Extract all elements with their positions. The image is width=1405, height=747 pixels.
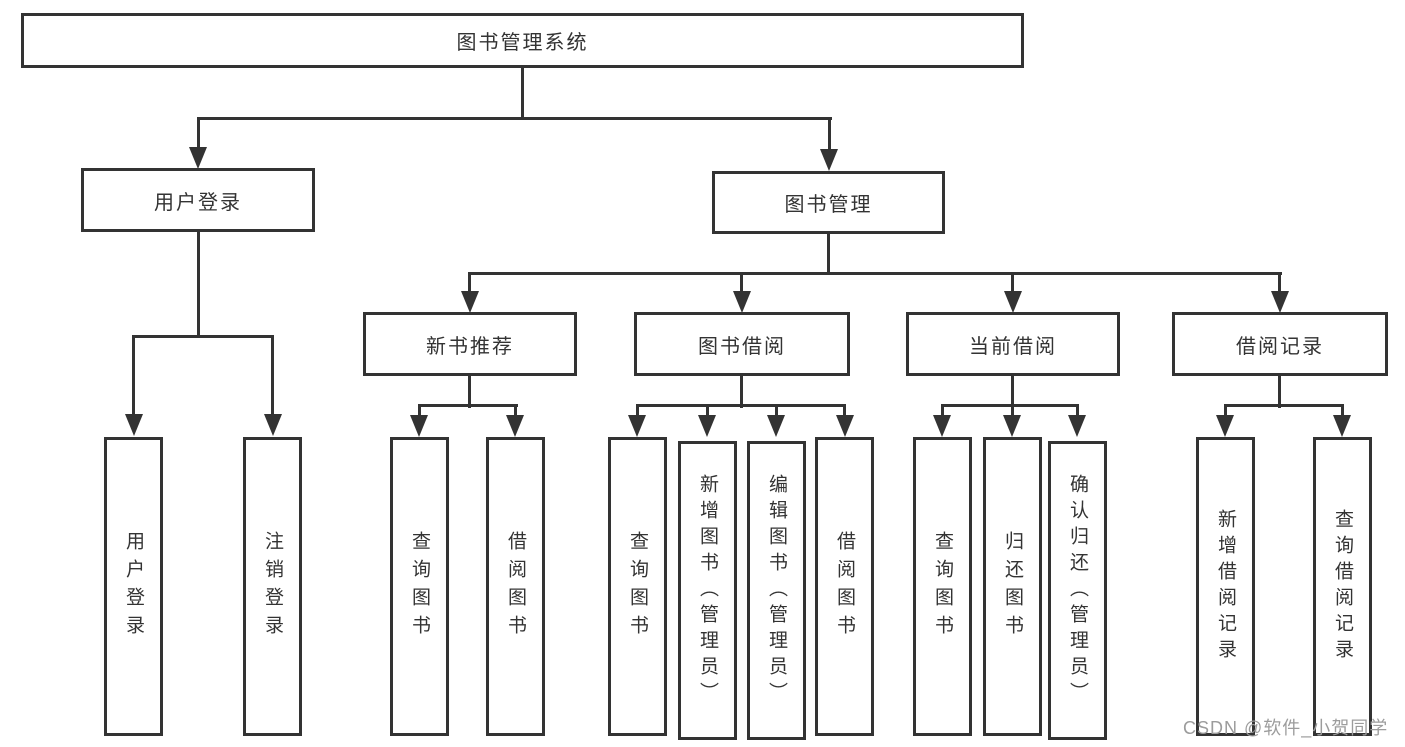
leaf-label: 查询图书 [932, 530, 953, 643]
node-label: 图书借阅 [698, 335, 786, 358]
node-new-book-recommend: 新书推荐 [363, 312, 577, 376]
connector-book-borrow-rail [636, 404, 846, 407]
connector-to-leaf [706, 404, 709, 417]
connector-user-login-rail [132, 335, 274, 338]
leaf-label: 借阅图书 [834, 530, 855, 643]
node-label: 借阅记录 [1236, 335, 1324, 358]
arrow-down-icon [461, 291, 479, 313]
connector-to-book-management [828, 117, 831, 150]
leaf-confirm-return-admin: 确认归还（管理员） [1048, 441, 1107, 740]
leaf-return-books: 归还图书 [983, 437, 1042, 736]
arrow-down-icon [733, 291, 751, 313]
csdn-watermark: CSDN @软件_小贺同学 [1183, 718, 1389, 738]
leaf-label: 查询图书 [409, 530, 430, 643]
connector-new-book-rail [418, 404, 518, 407]
node-label: 图书管理系统 [456, 32, 589, 54]
arrow-down-icon [1004, 291, 1022, 313]
leaf-borrow-books: 借阅图书 [486, 437, 545, 736]
leaf-label: 新增图书（管理员） [697, 473, 718, 708]
leaf-query-borrow-record: 查询借阅记录 [1313, 437, 1372, 736]
node-book-management: 图书管理 [712, 171, 945, 234]
connector-to-borrow-record [1278, 272, 1281, 294]
leaf-label: 新增借阅记录 [1215, 508, 1236, 665]
connector-to-leaf [418, 404, 421, 417]
node-label: 新书推荐 [426, 335, 514, 358]
leaf-label: 查询借阅记录 [1332, 508, 1353, 665]
connector-to-user-login [197, 117, 200, 150]
connector-to-new-book [468, 272, 471, 294]
arrow-down-icon [1003, 415, 1021, 437]
arrow-down-icon [125, 414, 143, 436]
arrow-down-icon [836, 415, 854, 437]
leaf-add-books-admin: 新增图书（管理员） [678, 441, 737, 740]
arrow-down-icon [1216, 415, 1234, 437]
connector-borrow-record-rail [1224, 404, 1344, 407]
leaf-label: 查询图书 [627, 530, 648, 643]
leaf-user-login: 用户登录 [104, 437, 163, 736]
connector-book-management-stem [827, 233, 830, 275]
connector-root-stem [521, 68, 524, 120]
arrow-down-icon [767, 415, 785, 437]
connector-to-leaf [132, 335, 135, 415]
node-borrow-record: 借阅记录 [1172, 312, 1388, 376]
leaf-query-books: 查询图书 [390, 437, 449, 736]
connector-to-leaf [941, 404, 944, 417]
connector-to-leaf [514, 404, 517, 417]
arrow-down-icon [1333, 415, 1351, 437]
leaf-logout: 注销登录 [243, 437, 302, 736]
connector-to-leaf [271, 335, 274, 415]
connector-to-book-borrow [740, 272, 743, 294]
connector-level1-rail [197, 117, 832, 120]
connector-to-leaf [1224, 404, 1227, 417]
node-book-borrow: 图书借阅 [634, 312, 850, 376]
arrow-down-icon [189, 147, 207, 169]
leaf-label: 编辑图书（管理员） [766, 473, 787, 708]
node-current-borrow: 当前借阅 [906, 312, 1120, 376]
arrow-down-icon [933, 415, 951, 437]
connector-to-leaf [1076, 404, 1079, 417]
arrow-down-icon [820, 149, 838, 171]
arrow-down-icon [1271, 291, 1289, 313]
connector-to-leaf [775, 404, 778, 417]
connector-current-borrow-stem [1011, 375, 1014, 408]
connector-to-current-borrow [1011, 272, 1014, 294]
arrow-down-icon [410, 415, 428, 437]
arrow-down-icon [628, 415, 646, 437]
leaf-add-borrow-record: 新增借阅记录 [1196, 437, 1255, 736]
leaf-edit-books-admin: 编辑图书（管理员） [747, 441, 806, 740]
connector-to-leaf [843, 404, 846, 417]
leaf-query-books: 查询图书 [608, 437, 667, 736]
arrow-down-icon [698, 415, 716, 437]
leaf-label: 归还图书 [1002, 530, 1023, 643]
arrow-down-icon [264, 414, 282, 436]
connector-to-leaf [636, 404, 639, 417]
node-label: 用户登录 [154, 191, 242, 214]
arrow-down-icon [506, 415, 524, 437]
connector-user-login-stem [197, 232, 200, 338]
leaf-query-books: 查询图书 [913, 437, 972, 736]
leaf-label: 用户登录 [123, 530, 144, 643]
leaf-label: 注销登录 [262, 530, 283, 643]
leaf-label: 借阅图书 [505, 530, 526, 643]
connector-level2-rail [468, 272, 1282, 275]
connector-new-book-stem [468, 375, 471, 408]
connector-borrow-record-stem [1278, 375, 1281, 408]
node-user-login: 用户登录 [81, 168, 315, 232]
node-label: 当前借阅 [969, 335, 1057, 358]
connector-current-borrow-rail [941, 404, 1079, 407]
node-label: 图书管理 [784, 194, 873, 216]
arrow-down-icon [1068, 415, 1086, 437]
connector-to-leaf [1011, 404, 1014, 417]
node-library-management-system: 图书管理系统 [21, 13, 1024, 68]
leaf-borrow-books: 借阅图书 [815, 437, 874, 736]
connector-book-borrow-stem [740, 375, 743, 408]
connector-to-leaf [1341, 404, 1344, 417]
leaf-label: 确认归还（管理员） [1067, 473, 1088, 708]
